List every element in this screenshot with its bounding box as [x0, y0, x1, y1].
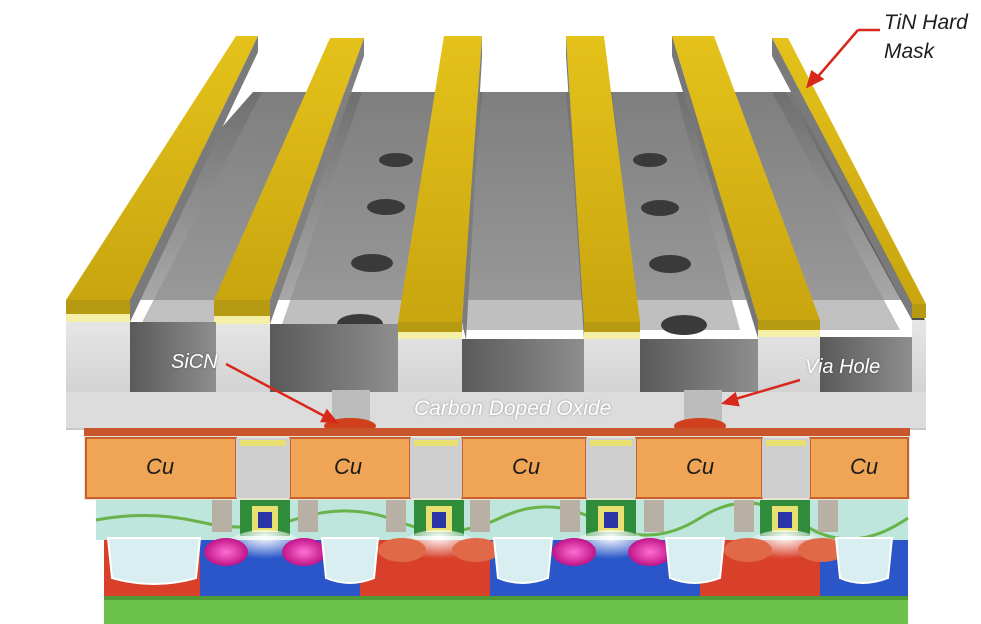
copper-layer — [84, 436, 910, 500]
annotation-arrows — [225, 28, 880, 424]
cu-label-4: Cu — [686, 454, 715, 479]
trench-cross-sections — [130, 322, 912, 392]
cu-label-3: Cu — [512, 454, 541, 479]
tin-hard-mask-lines — [66, 36, 926, 340]
substrate-edge — [104, 596, 908, 600]
red-arrow-icon — [225, 362, 329, 420]
cu-label-2: Cu — [334, 454, 363, 479]
via-holes-top — [337, 153, 707, 335]
red-arrow-icon — [814, 29, 859, 81]
substrate — [104, 596, 908, 624]
cu-label-1: Cu — [146, 454, 175, 479]
red-arrow-icon — [731, 378, 801, 402]
sicn-layer — [84, 428, 910, 436]
via-hole-label: Via Hole — [805, 356, 881, 378]
tin-hard-mask-label: TiN Hard Mask — [884, 11, 968, 63]
trench-floors — [138, 92, 900, 330]
carbon-doped-oxide-label: Carbon Doped Oxide — [414, 397, 612, 420]
cu-label-5: Cu — [850, 454, 879, 479]
well-layer — [104, 530, 908, 596]
sicn-label: SiCN — [171, 351, 218, 373]
carbon-doped-oxide-band — [66, 392, 926, 428]
